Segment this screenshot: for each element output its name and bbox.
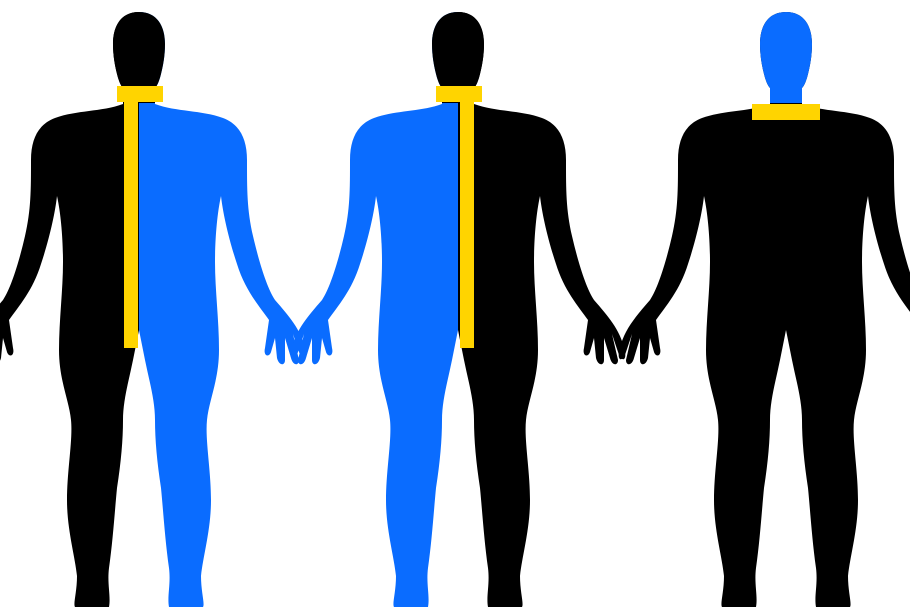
- spine-bar: [124, 86, 138, 348]
- figure-right-marker: [752, 104, 820, 120]
- collar-bar: [436, 86, 482, 102]
- figure-left: [0, 12, 306, 607]
- figure-right: [619, 12, 910, 607]
- figure-middle: [291, 12, 626, 607]
- spine-bar: [460, 86, 474, 348]
- collar-bar: [117, 86, 163, 102]
- figure-right-body: [619, 12, 910, 607]
